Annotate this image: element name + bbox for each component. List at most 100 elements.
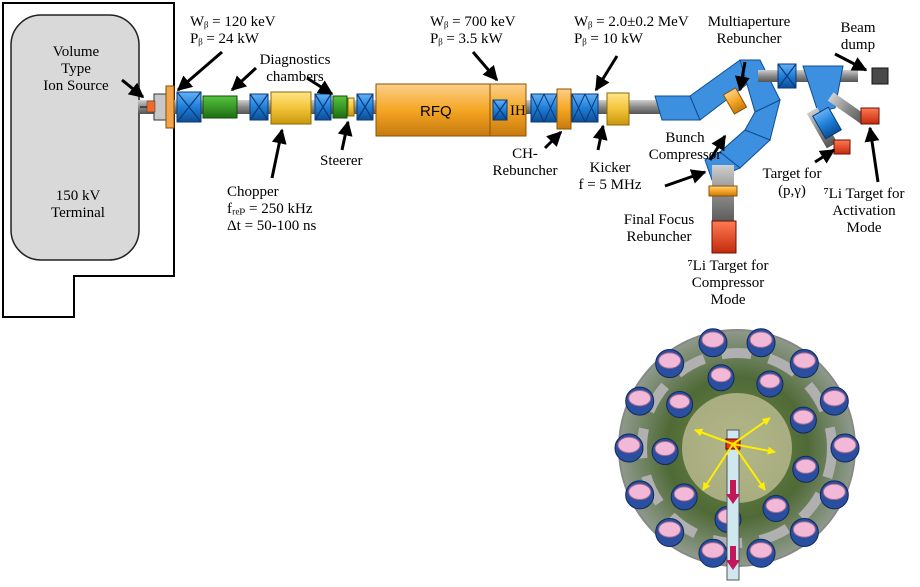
arrow-ch (543, 130, 563, 150)
detector-cap (701, 542, 725, 559)
li-activation-line2: Activation (832, 203, 896, 219)
bunch-compressor-label: Bunch Compressor (640, 130, 730, 164)
arrow-multi (734, 61, 750, 92)
beam-700-label: Wᵦ = 700 keV Pᵦ = 3.5 kW (430, 14, 516, 48)
quadrupole-4 (356, 93, 374, 121)
beam-dump-line1: Beam (840, 20, 876, 36)
detector-cap (658, 352, 682, 369)
beam-2mev-label: Wᵦ = 2.0±0.2 MeV Pᵦ = 10 kW (574, 14, 689, 48)
beam-tube-vertical (726, 429, 740, 581)
target-pg-line2: (p,γ) (778, 183, 806, 199)
ion-source-tank (10, 14, 140, 261)
ih-label: IH (510, 103, 526, 119)
steerer-body (347, 97, 355, 117)
target-pg-line1: Target for (762, 166, 822, 182)
detector-cap (822, 389, 846, 407)
steerer-label: Steerer (320, 153, 363, 169)
detector-cap (654, 441, 676, 457)
li-compressor-line1: ⁷Li Target for (687, 258, 769, 274)
diagnostics-chamber-2 (332, 95, 348, 119)
neutron-arrows (726, 480, 740, 570)
quadrupole-7 (777, 63, 797, 89)
ch-rebuncher-body (556, 88, 572, 130)
arrow-diag1 (230, 66, 258, 92)
beam-dump-label: Beam dump (833, 20, 883, 54)
target-pg-label: Target for (p,γ) (752, 166, 832, 200)
detector-array (614, 328, 860, 581)
beam-dump-block (871, 67, 889, 85)
terminal-label: 150 kV Terminal (28, 188, 128, 222)
final-focus-label: Final Focus Rebuncher (614, 212, 704, 246)
detector-cap (710, 367, 732, 383)
beam-dump-line2: dump (840, 37, 876, 53)
li-activation-target-block (860, 107, 880, 125)
multiaperture-label: Multiaperture Rebuncher (699, 14, 799, 48)
diagnostics-line2: chambers (266, 69, 324, 85)
kicker-freq: f = 5 MHz (578, 177, 642, 193)
detector-cap (792, 409, 814, 425)
quadrupole-2 (249, 93, 269, 121)
arrow-ion-source (121, 78, 145, 99)
quadrupole-8 (812, 106, 842, 140)
ch-rebuncher-line2: Rebuncher (492, 163, 558, 179)
terminal-line1: 150 kV (55, 188, 101, 204)
arrow-steerer (337, 120, 353, 151)
arrow-target-pg (814, 148, 836, 164)
ion-source-label: Volume Type Ion Source (26, 44, 126, 95)
detector-cap (658, 521, 682, 538)
ion-source-line2: Type (61, 61, 91, 77)
quadrupole-6 (571, 93, 599, 123)
li-activation-line1: ⁷Li Target for (823, 186, 905, 202)
detector-cap (765, 498, 787, 514)
li-compressor-line2: Compressor (691, 275, 765, 291)
extraction-box (153, 93, 167, 121)
beam-120-energy: Wᵦ = 120 keV (190, 14, 276, 30)
ion-source-line3: Ion Source (43, 78, 109, 94)
multiaperture-line2: Rebuncher (716, 31, 782, 47)
detector-cap (759, 373, 781, 389)
detector-cap (749, 542, 773, 559)
li-compressor-label: ⁷Li Target for Compressor Mode (678, 258, 778, 309)
rfq-label: RFQ (420, 103, 452, 120)
final-focus-line1: Final Focus (623, 212, 695, 228)
arrow-wb120 (176, 50, 223, 92)
terminal-line2: Terminal (51, 205, 105, 221)
ion-source-line1: Volume (52, 44, 100, 60)
chopper-freq: fᵣₑₚ = 250 kHz (227, 201, 313, 217)
quadrupole-1 (176, 91, 202, 123)
li-activation-line3: Mode (846, 220, 882, 236)
detector-cap (701, 331, 725, 348)
kicker-body (606, 92, 630, 126)
beam-120-power: Pᵦ = 24 kW (190, 31, 259, 47)
detector-cap (792, 521, 816, 538)
detector-cap (673, 486, 695, 502)
detector-cap (792, 352, 816, 369)
arrow-dump (834, 52, 868, 72)
diagnostics-label: Diagnostics chambers (250, 52, 340, 86)
arrow-wb700 (471, 51, 499, 82)
detector-cap (795, 458, 817, 474)
chopper-body (270, 91, 312, 125)
arrow-final-focus (664, 169, 707, 188)
arrow-chopper (270, 128, 287, 179)
chopper-title: Chopper (227, 184, 279, 200)
extraction-red (146, 100, 156, 113)
arrow-li-activation (864, 126, 880, 183)
ch-rebuncher-label: CH- Rebuncher (486, 146, 564, 180)
beam-2mev-power: Pᵦ = 10 kW (574, 31, 643, 47)
bunch-compressor-line1: Bunch (665, 130, 705, 146)
chopper-dt: Δt = 50-100 ns (227, 218, 317, 234)
multiaperture-line1: Multiaperture (707, 14, 791, 30)
final-focus-line2: Rebuncher (626, 229, 692, 245)
detector-cap (833, 436, 857, 454)
final-focus-rebuncher-body (708, 185, 738, 197)
beam-700-energy: Wᵦ = 700 keV (430, 14, 516, 30)
detector-cap (822, 483, 846, 501)
gamma-rays (694, 417, 776, 491)
kicker-label: Kicker f = 5 MHz (572, 160, 648, 194)
beam-120-label: Wᵦ = 120 keV Pᵦ = 24 kW (190, 14, 276, 48)
terminal-outline (2, 2, 175, 318)
diagnostics-line1: Diagnostics (259, 52, 331, 68)
